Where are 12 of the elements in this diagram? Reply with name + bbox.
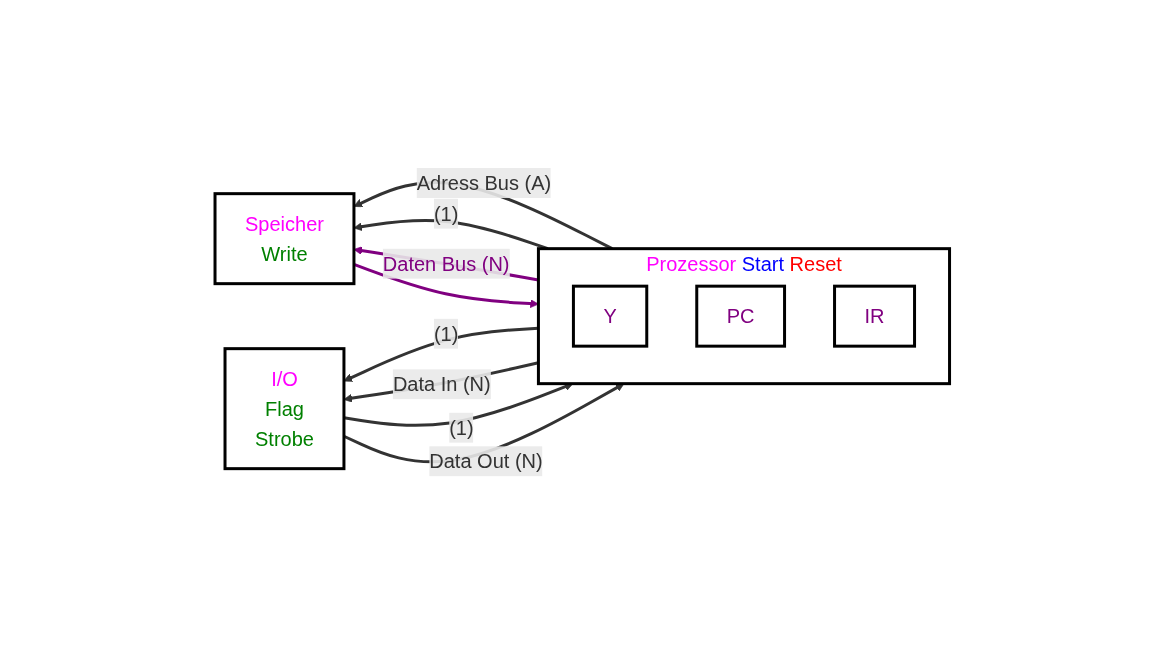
edge-label: (1) <box>434 203 459 226</box>
node-box: Speicher Write <box>213 192 356 286</box>
node-box: Y <box>572 285 649 348</box>
node-box: PC <box>695 285 787 348</box>
edge-label: Daten Bus (N) <box>383 253 510 276</box>
node-box: I/O Flag Strobe <box>223 347 346 471</box>
edge-label: (1) <box>434 323 459 346</box>
edge-label: Data In (N) <box>393 373 491 396</box>
edge-label: (1) <box>449 417 474 439</box>
edge-label: Adress Bus (A) <box>416 172 552 195</box>
edge-label: Data Out (N) <box>429 450 543 473</box>
node-box: IR <box>833 285 917 348</box>
